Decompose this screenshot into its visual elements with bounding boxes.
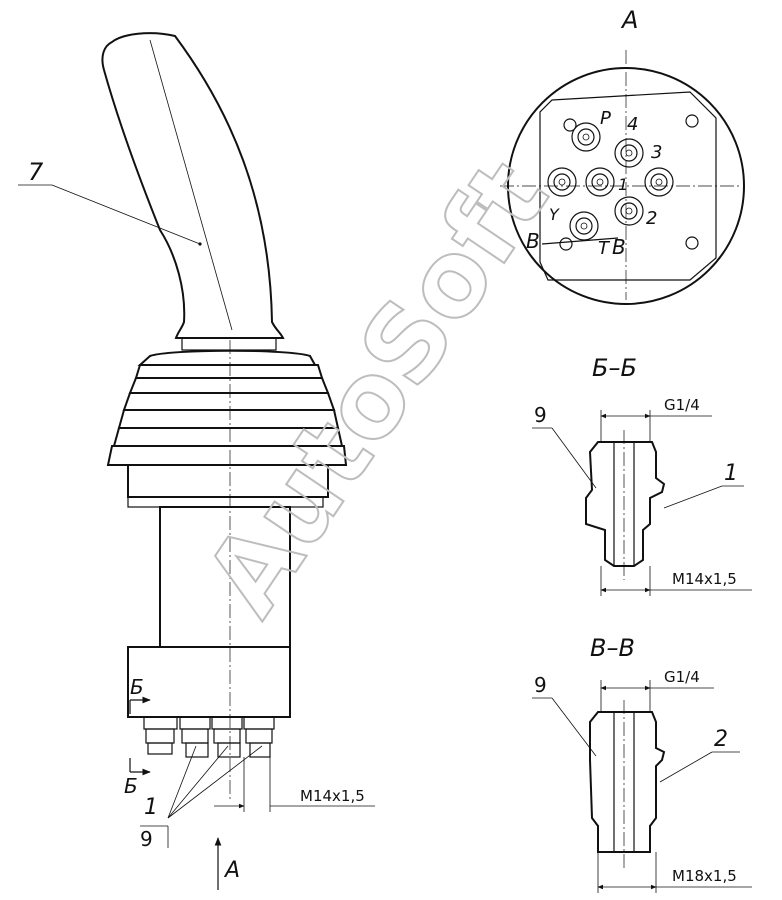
section-mark-top: Б <box>130 675 144 699</box>
section-vv-callout-9: 9 <box>534 673 547 697</box>
handle-collar <box>181 337 277 351</box>
view-a: A P 4 3 1 2 Y B T B <box>500 6 745 305</box>
section-bb-callout-1: 1 <box>724 461 738 486</box>
section-bb-title: Б–Б <box>592 354 637 382</box>
port-label-1: 1 <box>618 175 628 194</box>
section-vv: В–В G1/4 M18x1,5 9 2 <box>532 634 752 893</box>
port-label-2: 2 <box>646 208 657 229</box>
port-label-4: 4 <box>627 114 638 135</box>
view-a-title: A <box>620 6 638 34</box>
section-bb-fitting <box>585 441 666 567</box>
view-a-flange <box>539 91 717 281</box>
port-label-3: 3 <box>651 142 662 163</box>
section-bb-callout-9: 9 <box>534 403 547 427</box>
callout-7: 7 <box>28 158 44 186</box>
section-bb: Б–Б G1/4 M14x1,5 9 1 <box>532 354 752 596</box>
section-vv-title: В–В <box>590 634 635 662</box>
watermark: AutoSoft <box>182 139 572 636</box>
section-bb-metric-thread: M14x1,5 <box>672 570 737 588</box>
section-mark-bottom: Б <box>124 774 138 798</box>
valve-base <box>127 646 291 718</box>
section-vv-fitting <box>589 711 666 853</box>
port-label-p: P <box>600 108 611 129</box>
section-vv-callout-2: 2 <box>714 727 728 752</box>
rubber-boot <box>106 349 348 466</box>
callout-9: 9 <box>140 827 153 851</box>
view-a-ports <box>547 122 674 241</box>
view-arrow-label: A <box>223 858 240 883</box>
main-view: 7 Б Б 1 9 M14x1,5 A <box>18 32 375 890</box>
port-label-y: Y <box>549 205 560 224</box>
thread-dimension: M14x1,5 <box>300 787 365 805</box>
port-label-b-left: B <box>526 229 540 253</box>
port-fittings <box>143 716 275 758</box>
callout-1: 1 <box>144 795 158 820</box>
section-vv-pipe-thread: G1/4 <box>664 668 700 686</box>
port-label-t: T <box>598 238 611 259</box>
joystick-handle <box>101 32 285 339</box>
port-label-b-right: B <box>612 235 626 259</box>
section-vv-metric-thread: M18x1,5 <box>672 867 737 885</box>
section-bb-pipe-thread: G1/4 <box>664 396 700 414</box>
